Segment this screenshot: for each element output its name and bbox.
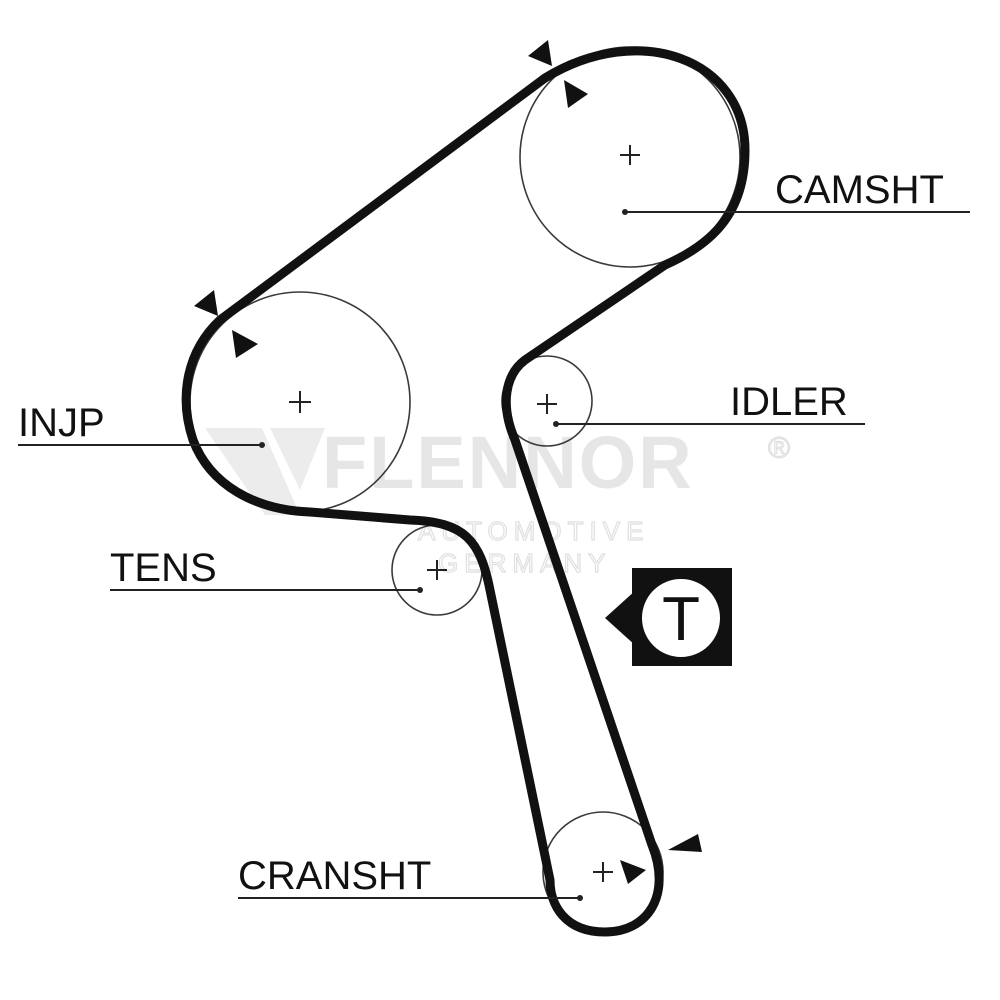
tensioner-label: TENS — [110, 546, 217, 590]
camshaft-label: CAMSHT — [775, 168, 944, 212]
injection-pump-timing-arrow-lower-icon — [232, 330, 258, 358]
tensioner-symbol: T — [605, 568, 732, 666]
injection-pump-timing-arrow-upper-icon — [194, 290, 218, 316]
timing-marks — [194, 40, 702, 884]
idler-label: IDLER — [730, 380, 848, 424]
tensioner-symbol-circle — [640, 577, 722, 659]
tensioner-symbol-letter: T — [662, 585, 700, 654]
crankshaft-label: CRANSHT — [238, 854, 431, 898]
tensioner-center-mark — [427, 560, 447, 580]
crankshaft-timing-arrow-outer-icon — [668, 834, 702, 852]
idler-center-mark — [537, 394, 557, 414]
leader-lines — [18, 209, 970, 901]
watermark: FLENNOR ® AUTOMOTIVE GERMANY — [205, 421, 791, 579]
watermark-registered: ® — [768, 432, 790, 465]
watermark-brand: FLENNOR — [322, 421, 694, 504]
camshaft-timing-arrow-upper-icon — [528, 40, 552, 66]
tensioner-symbol-pointer-icon — [605, 590, 636, 646]
injection-pump-label: INJP — [18, 401, 105, 445]
watermark-line2: GERMANY — [438, 548, 611, 578]
crankshaft-center-mark — [593, 862, 613, 882]
camshaft-timing-arrow-lower-icon — [564, 80, 588, 108]
timing-belt — [181, 46, 750, 937]
watermark-logo-icon — [205, 428, 325, 515]
pulley-center-marks — [289, 145, 640, 882]
injection-pump-center-mark — [289, 391, 311, 413]
camshaft-center-mark — [620, 145, 640, 165]
crankshaft-timing-arrow-inner-icon — [620, 860, 646, 884]
